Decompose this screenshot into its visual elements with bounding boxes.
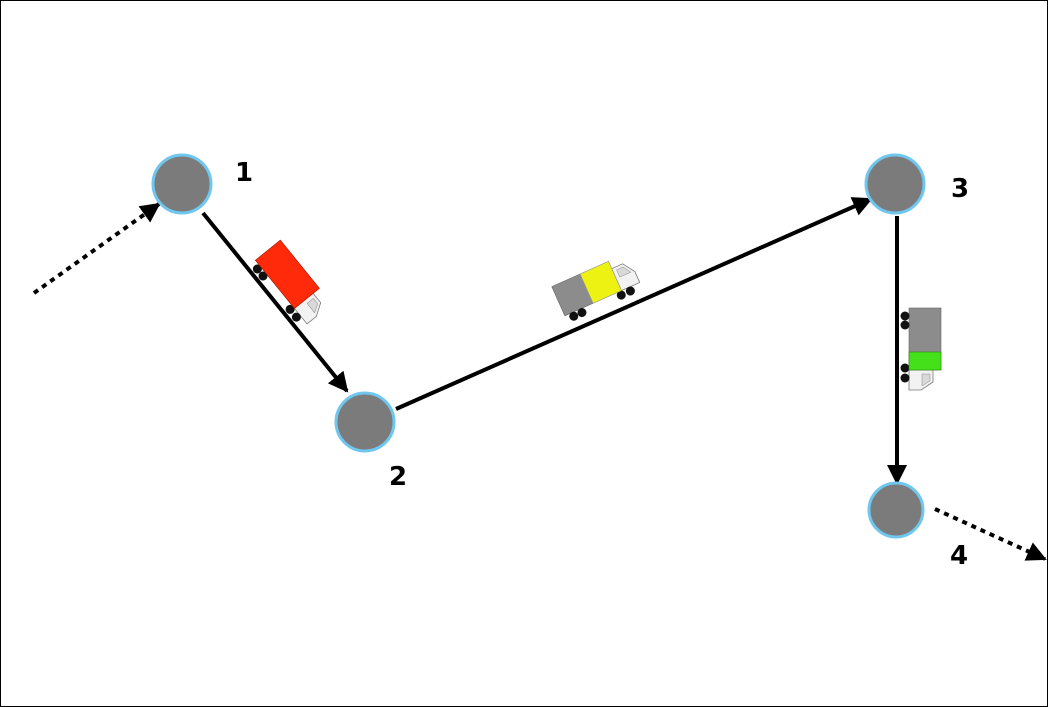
node-4-label: 4 [950, 541, 968, 571]
node-1 [151, 153, 213, 215]
outgoing-edge [934, 507, 1047, 561]
node-4 [867, 481, 925, 539]
node-3-label: 3 [951, 174, 969, 204]
truck-yellow-cargo [579, 260, 622, 304]
truck-red-cargo [255, 239, 320, 309]
incoming-edge [32, 202, 161, 295]
truck-green-cargo [908, 351, 942, 371]
truck-yellow [551, 252, 644, 325]
truck-red [248, 239, 333, 330]
node-2-label: 2 [389, 462, 407, 492]
truck-green [900, 307, 942, 391]
edge-2-3 [395, 197, 873, 411]
node-1-label: 1 [235, 158, 253, 188]
node-2 [334, 391, 396, 453]
node-3 [864, 153, 926, 215]
edge-1-2 [201, 211, 349, 393]
